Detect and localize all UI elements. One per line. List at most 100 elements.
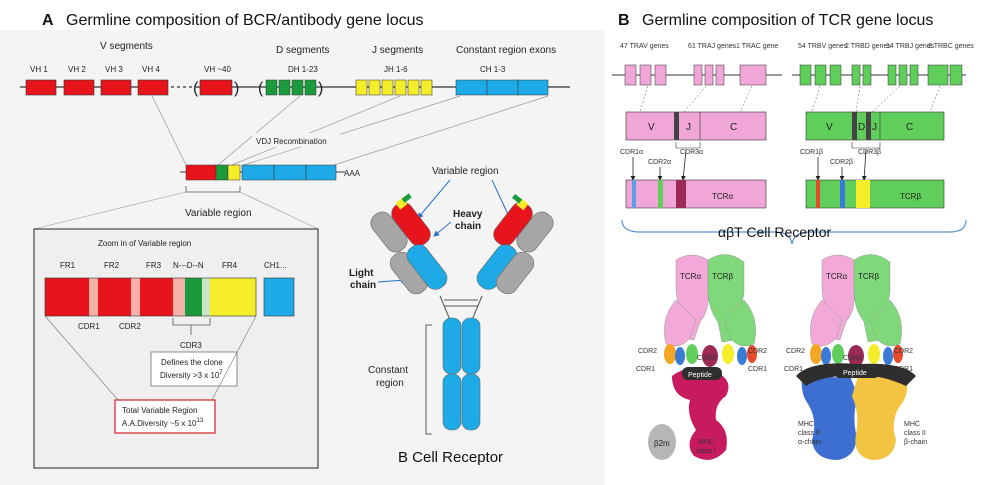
fr2-block <box>98 278 131 316</box>
tcrb-cdr2-stripe <box>840 180 845 208</box>
trbv-gene-1 <box>799 64 812 86</box>
polya-label: AAA <box>344 169 361 178</box>
tcrb-v-lobe-2 <box>869 299 902 347</box>
tcrb-dash-2 <box>855 85 861 113</box>
d-bracket-open: ( <box>258 80 264 97</box>
n-region-1 <box>173 278 185 316</box>
tcra-cdr1-stripe <box>632 180 636 208</box>
cdr2-label-l2: CDR2 <box>786 348 805 355</box>
tcra-mol-label-2: TCRα <box>826 272 847 281</box>
variable-region-bracket <box>185 186 241 193</box>
cdr3a-loop-2 <box>832 344 844 364</box>
arrow-heavy <box>433 221 452 237</box>
mhc2b-label-2: class II <box>904 430 926 437</box>
cdr3-center-1 <box>702 345 718 367</box>
b2m-label: β2m <box>654 439 670 448</box>
diversity-clone-exp: 7 <box>219 370 223 376</box>
j-segment-1 <box>355 79 368 96</box>
panel-b-letter: B <box>618 12 630 29</box>
tcrb-j-label: J <box>872 122 877 133</box>
trbd-gene-2 <box>862 64 872 86</box>
defines-clone-label: Defines the clone <box>161 358 223 367</box>
cdr3b-label: CDR3β <box>858 149 881 156</box>
tcra-dash-3 <box>739 85 753 113</box>
trbj-label: 14 TRBJ genes <box>886 43 935 50</box>
trbc-gene-1 <box>927 64 949 86</box>
j-segment-4 <box>394 79 407 96</box>
heavy-chain-label-1: Heavy <box>453 209 483 220</box>
j-segment-6 <box>420 79 433 96</box>
light-chain-label-1: Light <box>349 268 374 279</box>
trav-label: 47 TRAV genes <box>620 43 669 50</box>
mhc2a-label-2: class II <box>798 430 820 437</box>
mhc2-alpha-molecule <box>801 372 858 460</box>
cdr3-center-2 <box>848 345 864 367</box>
fc-left-upper <box>442 317 462 375</box>
vh1-segment <box>25 79 57 96</box>
left-heavy-variable <box>391 202 431 246</box>
trbv-gene-2 <box>814 64 827 86</box>
fc-right-upper <box>461 317 481 375</box>
tcra-v-label: V <box>648 122 655 133</box>
vdj-recombination-label: VDJ Recombination <box>256 137 327 146</box>
tcra-v-lobe-2 <box>810 299 843 347</box>
cdr3-label-2: CDR3 <box>843 355 862 362</box>
d-segment-3 <box>291 79 304 96</box>
zoom-line-left <box>33 191 187 230</box>
j-segment-3 <box>381 79 394 96</box>
tcra-c-label: C <box>730 122 737 133</box>
cdr1b-loop-1 <box>747 345 757 363</box>
mhc1-label-2: class I <box>696 448 716 455</box>
mhc2-beta-molecule <box>852 372 908 460</box>
cdr2-label: CDR2 <box>119 322 141 331</box>
rearranged-j <box>227 164 241 181</box>
tcra-protein-bar <box>625 179 767 209</box>
tcrb-bar-label: TCRβ <box>900 192 921 201</box>
funnel-line-c2 <box>333 95 549 166</box>
dh-label: DH 1-23 <box>288 65 318 74</box>
hinge-left <box>439 295 451 321</box>
fr3-label: FR3 <box>146 261 162 270</box>
tcr-mhc2-complex: TCRα TCRβ CDR2 CDR3 CDR2 CDR1 CDR1 Pepti… <box>784 254 927 460</box>
fc-right-lower <box>461 373 481 431</box>
cdr2a-label: CDR2α <box>648 159 671 166</box>
tcrb-dash-4 <box>929 85 941 113</box>
vh40-label: VH ~40 <box>204 65 231 74</box>
tcra-rearranged <box>625 111 767 141</box>
rearranged-v <box>185 164 217 181</box>
funnel-line-c1 <box>243 95 461 166</box>
mhc2a-label-3: α-chain <box>798 439 821 446</box>
d-segments-label: D segments <box>276 45 329 56</box>
rearranged-c1 <box>241 164 275 181</box>
cdr3b-arrow <box>861 149 867 181</box>
bracket-close: ) <box>234 80 239 97</box>
cdr1a-loop-1 <box>664 344 676 364</box>
vh4-segment <box>137 79 169 96</box>
ch1-block <box>263 277 295 317</box>
fr4-label: FR4 <box>222 261 238 270</box>
tcrb-dash-1 <box>811 85 821 113</box>
tcrb-mol-label-1: TCRβ <box>712 272 733 281</box>
tcrb-v-label: V <box>826 122 833 133</box>
cdr2a-loop-2 <box>821 347 831 365</box>
cdr1-label-l2: CDR1 <box>784 366 803 373</box>
tcra-dash-1 <box>639 85 649 113</box>
j-segment-2 <box>368 79 381 96</box>
mhc1-molecule <box>672 367 729 460</box>
traj-gene-2 <box>704 64 714 86</box>
trbc-label: 2 TRBC genes <box>928 43 974 50</box>
cdr3a-loop-1 <box>686 344 698 364</box>
cdr3-label: CDR3 <box>180 341 202 350</box>
variable-region-label: Variable region <box>185 208 252 219</box>
hinge-right <box>471 295 483 321</box>
total-line-right <box>211 315 257 401</box>
jh-label: JH 1-6 <box>384 65 408 74</box>
b2m-molecule <box>648 424 676 460</box>
bcr-label: B Cell Receptor <box>398 449 503 466</box>
tcra-v-lobe-1 <box>664 299 697 347</box>
ndn-label: N---D--N <box>173 261 204 270</box>
aa-diversity-text: A.A.Diversity ~5 x 10 <box>122 419 197 428</box>
trac-label: 1 TRAC gene <box>736 43 778 50</box>
tcrb-cdr3-stripe <box>856 180 870 208</box>
cdr2-block <box>131 278 140 316</box>
